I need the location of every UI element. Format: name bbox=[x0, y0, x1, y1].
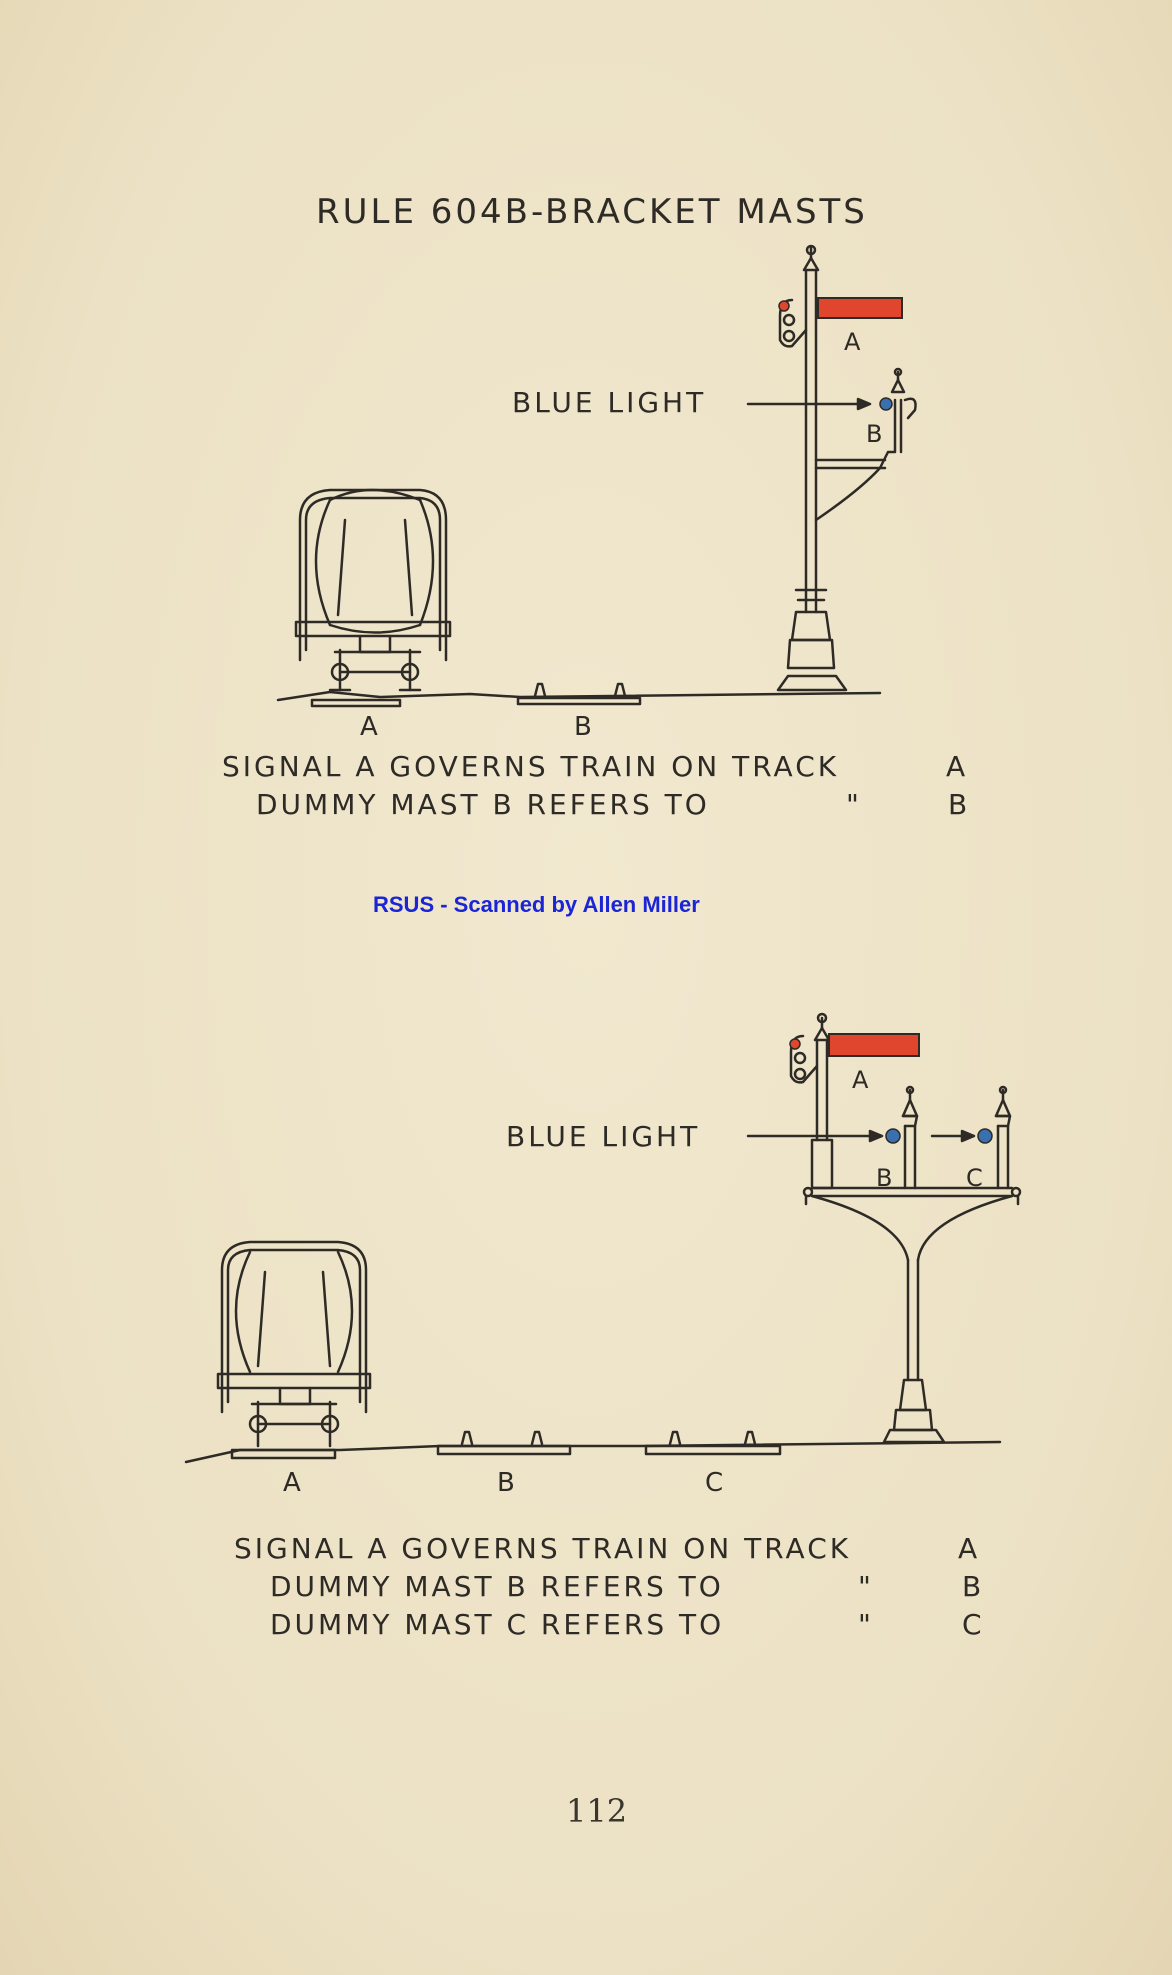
caption-1-line-2-ditto: " bbox=[846, 788, 862, 821]
caption-2-line-3-track: C bbox=[962, 1608, 985, 1641]
track-label-a-2: A bbox=[283, 1468, 301, 1498]
signal-label-a: A bbox=[844, 328, 861, 356]
caption-1-line-2-text: DUMMY MAST B REFERS TO bbox=[256, 788, 710, 821]
caption-2-line-2-track: B bbox=[962, 1570, 985, 1603]
caption-2-line-1-track: A bbox=[958, 1532, 981, 1565]
track-label-c: C bbox=[705, 1468, 724, 1498]
caption-2-line-1-text: SIGNAL A GOVERNS TRAIN ON TRACK bbox=[234, 1532, 852, 1565]
track-label-b: B bbox=[574, 712, 592, 742]
caption-2-line-2-ditto: " bbox=[858, 1570, 874, 1603]
blue-light-label: BLUE LIGHT bbox=[512, 386, 707, 419]
signal-post-1 bbox=[746, 244, 917, 692]
track-label-a: A bbox=[360, 712, 378, 742]
blue-light-label-2: BLUE LIGHT bbox=[506, 1120, 701, 1153]
caption-1-line-2-track: B bbox=[948, 788, 971, 821]
caption-1-line-1-track: A bbox=[946, 750, 969, 783]
signal-label-c: C bbox=[966, 1164, 983, 1192]
signal-label-b: B bbox=[866, 420, 883, 448]
signal-post-2 bbox=[746, 1012, 1022, 1444]
page-title: RULE 604B-BRACKET MASTS bbox=[316, 192, 868, 232]
signal-label-b-2: B bbox=[876, 1164, 893, 1192]
caption-2-line-3-ditto: " bbox=[858, 1608, 874, 1641]
blue-light-b-icon bbox=[879, 397, 893, 411]
page-number: 112 bbox=[566, 1792, 628, 1830]
caption-2-line-2-text: DUMMY MAST B REFERS TO bbox=[270, 1570, 724, 1603]
blue-light-b-2-icon bbox=[885, 1128, 901, 1144]
signal-label-a-2: A bbox=[852, 1066, 869, 1094]
train-car-a bbox=[294, 488, 452, 692]
caption-2-line-3-text: DUMMY MAST C REFERS TO bbox=[270, 1608, 725, 1641]
scanner-credit: RSUS - Scanned by Allen Miller bbox=[373, 892, 700, 917]
semaphore-arm-a-2 bbox=[828, 1033, 920, 1057]
semaphore-arm-a bbox=[817, 297, 903, 319]
train-car-a-2 bbox=[216, 1240, 372, 1448]
blue-light-c-icon bbox=[977, 1128, 993, 1144]
track-label-b-2: B bbox=[497, 1468, 515, 1498]
caption-1-line-1-text: SIGNAL A GOVERNS TRAIN ON TRACK bbox=[222, 750, 840, 783]
figure-1-drawing bbox=[276, 244, 917, 708]
